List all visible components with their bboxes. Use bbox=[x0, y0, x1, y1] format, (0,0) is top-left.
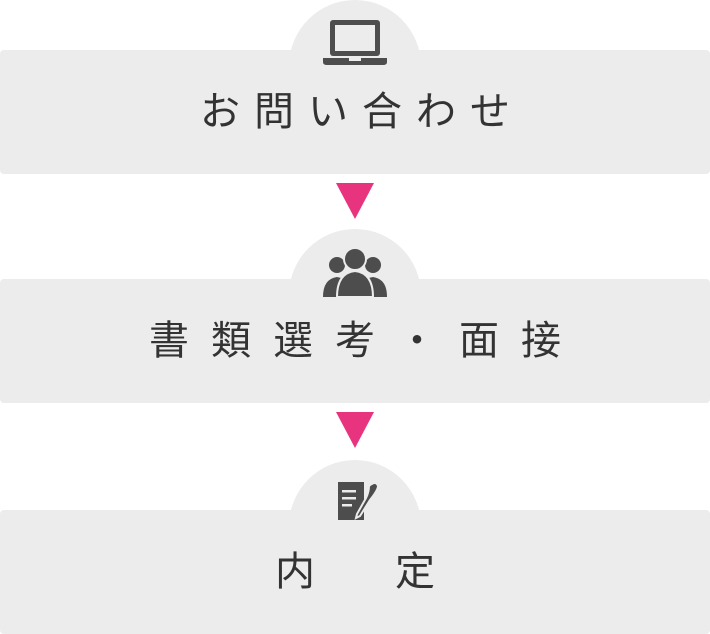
step-offer: 内定 bbox=[0, 460, 710, 634]
step-inquiry: お問い合わせ bbox=[0, 0, 710, 174]
users-group-icon bbox=[320, 243, 390, 299]
step-screening-interview: 書類選考・面接 bbox=[0, 229, 710, 403]
step-label: 内定 bbox=[275, 549, 515, 595]
step-box bbox=[0, 510, 710, 634]
document-pen-icon bbox=[320, 474, 390, 530]
down-arrow-icon bbox=[336, 412, 374, 448]
step-box bbox=[0, 279, 710, 403]
step-box bbox=[0, 50, 710, 174]
step-label: お問い合わせ bbox=[200, 89, 524, 135]
laptop-icon bbox=[320, 14, 390, 70]
down-arrow-icon bbox=[336, 183, 374, 219]
step-label: 書類選考・面接 bbox=[149, 318, 583, 364]
